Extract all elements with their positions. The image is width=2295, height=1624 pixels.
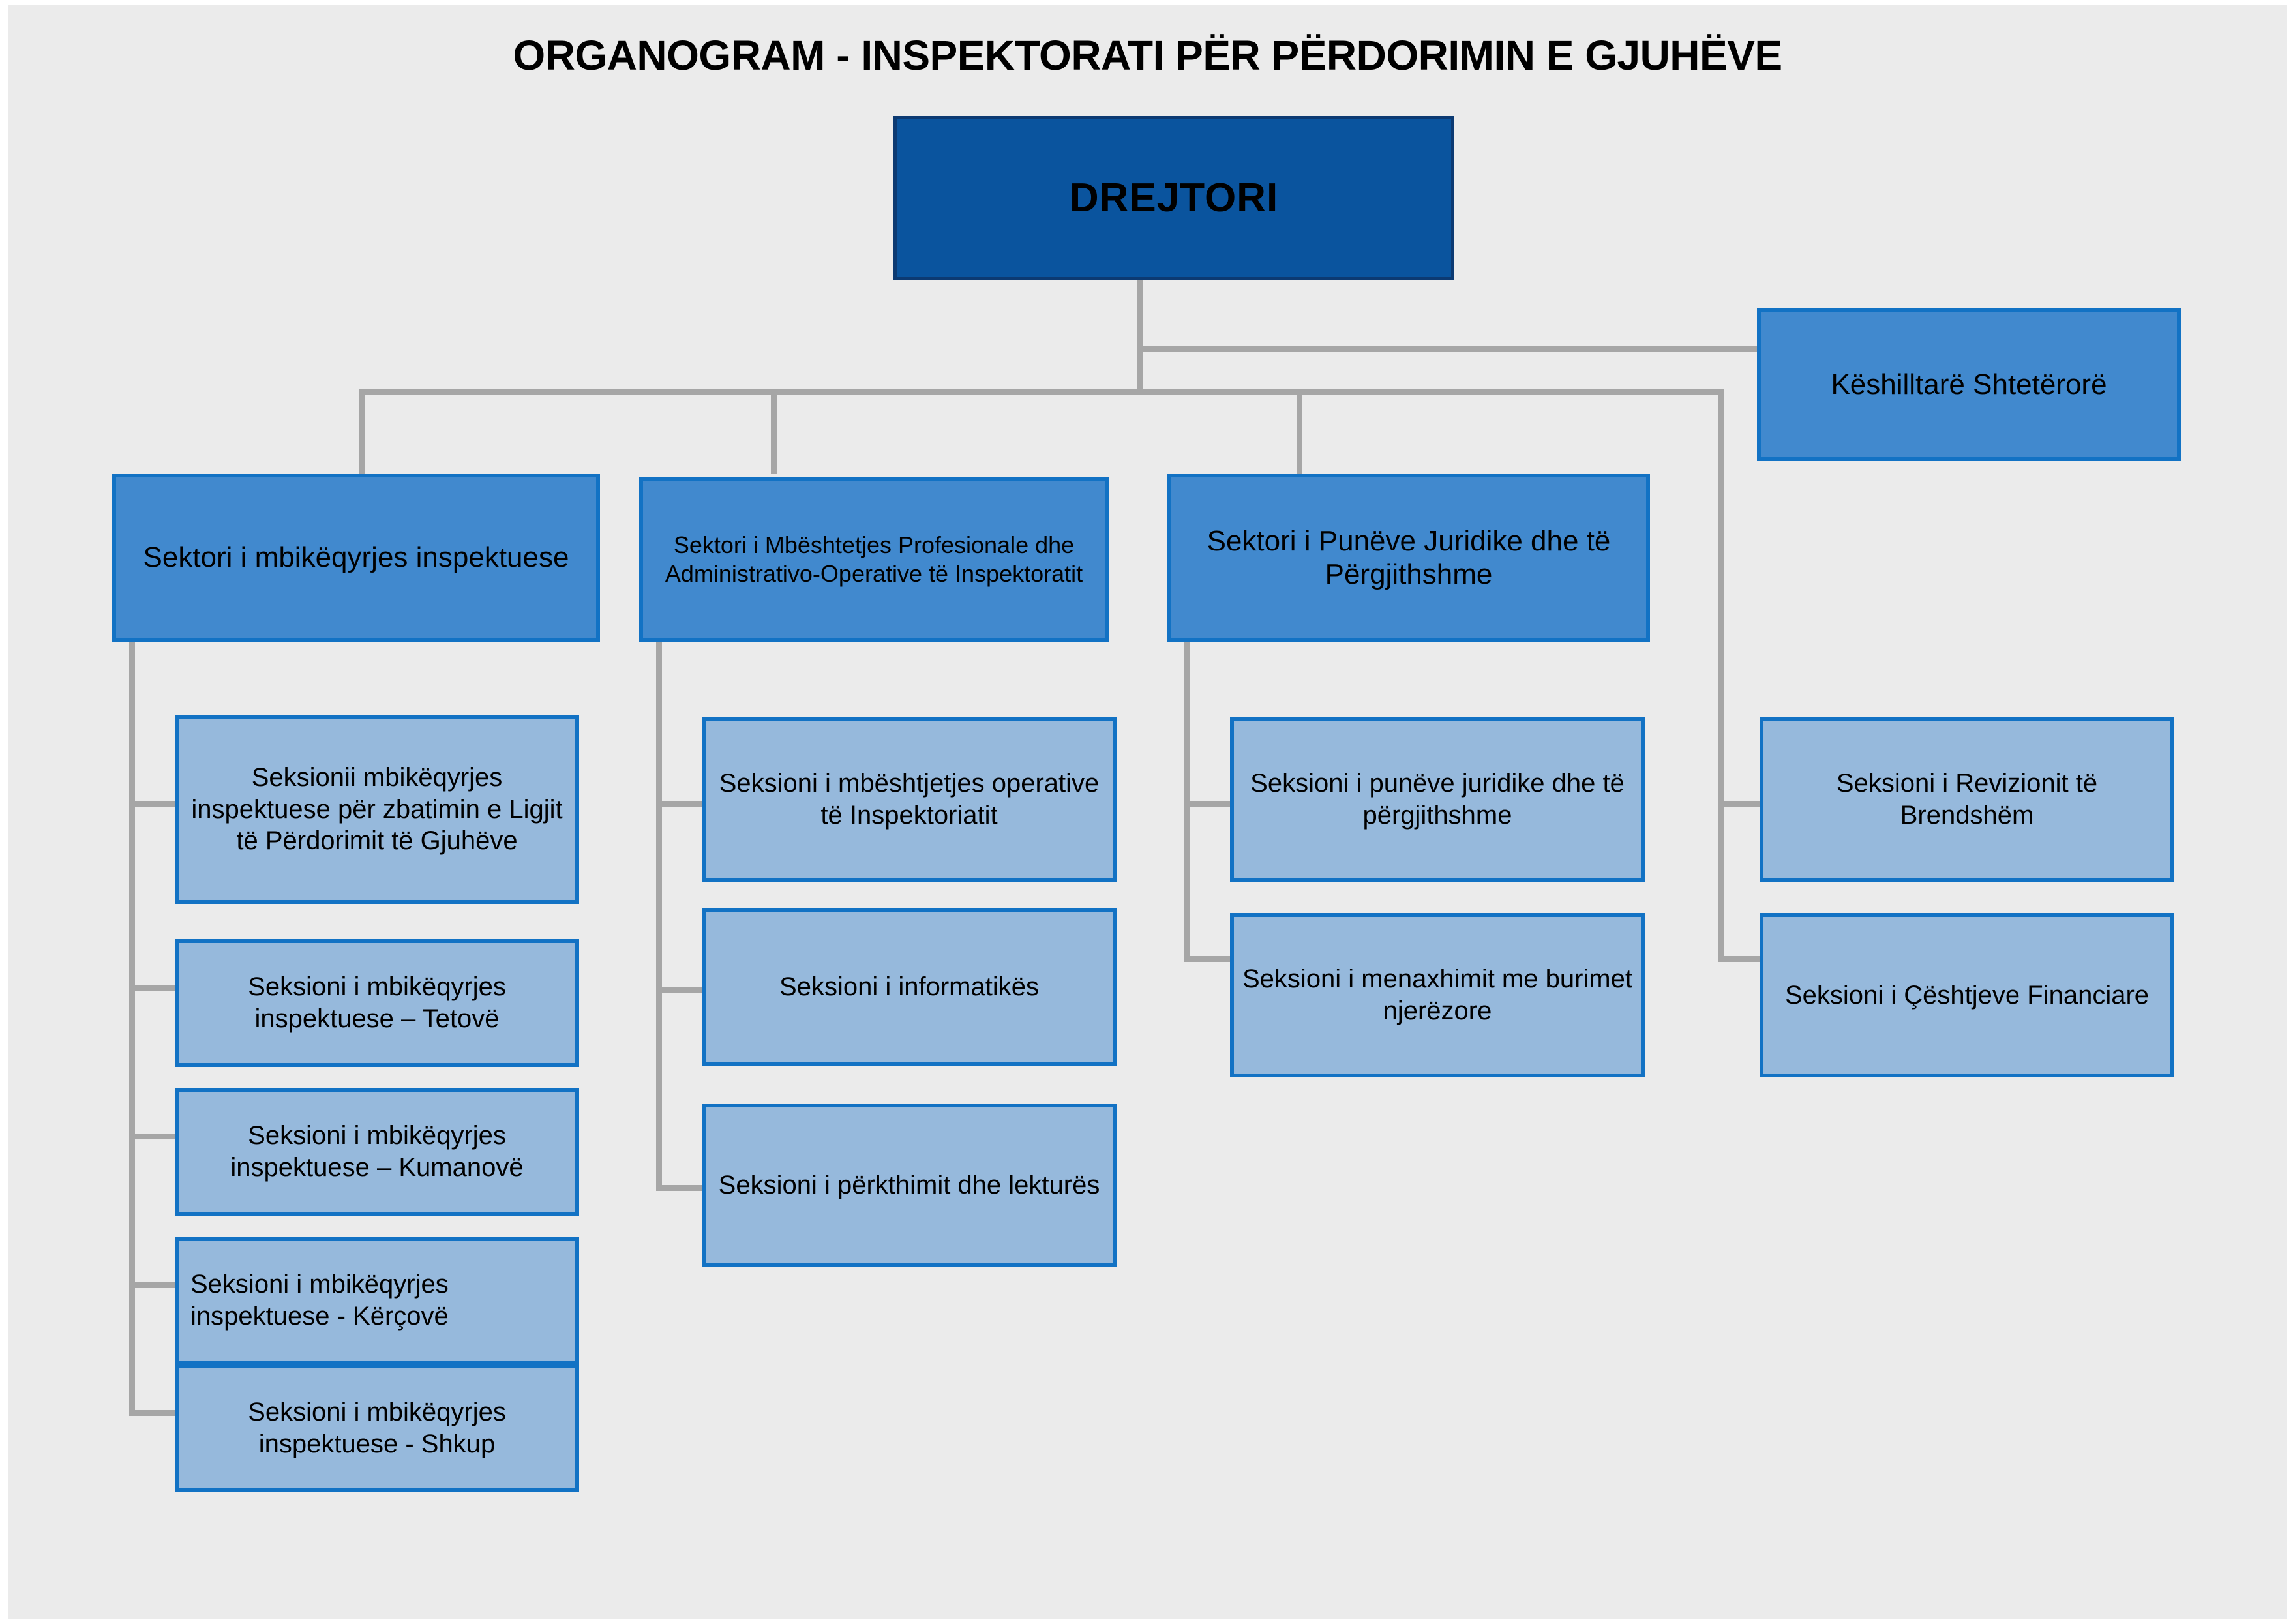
- node-seksioni-shkup[interactable]: Seksioni i mbikëqyrjes inspektuese - Shk…: [175, 1364, 579, 1492]
- node-seksioni-puneve-juridike[interactable]: Seksioni i punëve juridike dhe të përgji…: [1230, 717, 1645, 882]
- connector-right-stub-1: [1718, 801, 1774, 807]
- node-seksioni-tetove[interactable]: Seksioni i mbikëqyrjes inspektuese – Tet…: [175, 939, 579, 1067]
- node-seksioni-burimet-njerezore[interactable]: Seksioni i menaxhimit me burimet njerëzo…: [1230, 913, 1645, 1077]
- node-seksioni-tetove-label: Seksioni i mbikëqyrjes inspektuese – Tet…: [248, 972, 506, 1033]
- node-keshilltare-shtetarore-label: Këshilltarë Shtetërorë: [1831, 368, 2107, 400]
- connector-right-stub-2: [1718, 956, 1774, 962]
- node-seksioni-kercove[interactable]: Seksioni i mbikëqyrjes inspektuese - Kër…: [175, 1237, 579, 1364]
- node-seksioni-mbeshtjetjes-operative[interactable]: Seksioni i mbështjetjes operative të Ins…: [702, 717, 1117, 882]
- connector-stub-2-2: [656, 987, 707, 993]
- node-seksioni-perkthimit-label: Seksioni i përkthimit dhe lekturës: [718, 1170, 1100, 1199]
- node-sector-mbikeqyrjes-inspektuese-label: Sektori i mbikëqyrjes inspektuese: [143, 541, 569, 574]
- connector-stub-2-3: [656, 1185, 707, 1191]
- connector-stub-3-1: [1184, 801, 1235, 807]
- node-seksioni-kumanove-label: Seksioni i mbikëqyrjes inspektuese – Kum…: [230, 1121, 524, 1182]
- node-seksioni-ceshtjeve-financiare[interactable]: Seksioni i Çështjeve Financiare: [1760, 913, 2174, 1077]
- node-sector-puneve-juridike[interactable]: Sektori i Punëve Juridike dhe të Përgjit…: [1167, 474, 1650, 642]
- node-seksioni-perkthimit[interactable]: Seksioni i përkthimit dhe lekturës: [702, 1104, 1117, 1267]
- node-seksioni-puneve-juridike-label: Seksioni i punëve juridike dhe të përgji…: [1250, 769, 1625, 830]
- node-drejtori-label: DREJTORI: [1069, 175, 1279, 221]
- node-seksioni-zbatimin-ligjit[interactable]: Seksionii mbikëqyrjes inspektuese për zb…: [175, 715, 579, 904]
- page-title: ORGANOGRAM - INSPEKTORATI PËR PËRDORIMIN…: [513, 32, 1782, 79]
- node-seksioni-kercove-label: Seksioni i mbikëqyrjes inspektuese - Kër…: [190, 1270, 449, 1331]
- connector-root-to-advisor: [1137, 346, 1757, 352]
- connector-right-spine: [1718, 389, 1724, 959]
- node-sector-mbikeqyrjes-inspektuese[interactable]: Sektori i mbikëqyrjes inspektuese: [112, 474, 600, 642]
- node-seksioni-kumanove[interactable]: Seksioni i mbikëqyrjes inspektuese – Kum…: [175, 1088, 579, 1216]
- connector-drop-sector-2: [771, 389, 777, 474]
- node-seksioni-burimet-njerezore-label: Seksioni i menaxhimit me burimet njerëzo…: [1242, 965, 1632, 1025]
- connector-drop-sector-1: [359, 389, 365, 474]
- node-drejtori[interactable]: DREJTORI: [893, 116, 1454, 280]
- node-sector-mbeshtetjes-profesionale[interactable]: Sektori i Mbështetjes Profesionale dhe A…: [639, 477, 1109, 642]
- connector-stub-2-1: [656, 801, 707, 807]
- connector-stub-1-4: [129, 1282, 188, 1288]
- node-seksioni-shkup-label: Seksioni i mbikëqyrjes inspektuese - Shk…: [248, 1398, 506, 1458]
- node-sector-puneve-juridike-label: Sektori i Punëve Juridike dhe të Përgjit…: [1207, 524, 1611, 590]
- connector-main-bus: [359, 389, 1724, 395]
- connector-root-stem: [1137, 280, 1143, 395]
- connector-stub-1-3: [129, 1134, 188, 1139]
- node-seksioni-revizionit[interactable]: Seksioni i Revizionit të Brendshëm: [1760, 717, 2174, 882]
- node-seksioni-zbatimin-ligjit-label: Seksionii mbikëqyrjes inspektuese për zb…: [191, 762, 563, 856]
- node-keshilltare-shtetarore[interactable]: Këshilltarë Shtetërorë: [1757, 308, 2181, 461]
- node-seksioni-ceshtjeve-financiare-label: Seksioni i Çështjeve Financiare: [1784, 980, 2150, 1010]
- connector-spine-sector-2: [656, 642, 662, 1190]
- node-sector-mbeshtetjes-profesionale-label: Sektori i Mbështetjes Profesionale dhe A…: [665, 532, 1083, 587]
- node-seksioni-revizionit-label: Seksioni i Revizionit të Brendshëm: [1836, 769, 2098, 830]
- connector-stub-3-2: [1184, 956, 1235, 962]
- node-seksioni-informatikes-label: Seksioni i informatikës: [779, 972, 1039, 1001]
- connector-drop-sector-3: [1297, 389, 1302, 474]
- connector-spine-sector-1: [129, 642, 135, 1416]
- connector-stub-1-1: [129, 801, 188, 807]
- connector-stub-1-5: [129, 1410, 188, 1416]
- connector-stub-1-2: [129, 985, 188, 991]
- node-seksioni-mbeshtjetjes-operative-label: Seksioni i mbështjetjes operative të Ins…: [719, 769, 1100, 830]
- node-seksioni-informatikes[interactable]: Seksioni i informatikës: [702, 908, 1117, 1066]
